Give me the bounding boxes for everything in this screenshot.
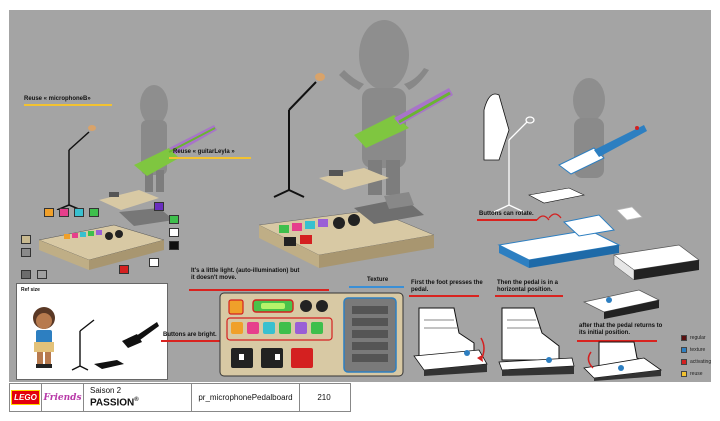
legend-swatch-reuse [681,371,687,377]
season-label: Saison 2 [90,386,122,396]
asset-name: pr_microphonePedalboard [198,393,293,402]
swatch-beige [21,235,31,244]
swatch-grey [21,248,31,257]
swatch-pink [59,208,69,217]
legend-label-texture: texture [690,347,706,353]
foot-underline [409,295,479,297]
number-cell: 210 [300,384,348,411]
legend-regular: regular [681,335,706,341]
label-buttons-bright: Buttons are bright. [163,332,217,338]
legend-swatch-activating [681,359,687,365]
label-pedal-horizontal: Then the pedal is in a horizontal positi… [497,280,569,294]
foot-presses-text: First the foot presses the pedal. [411,280,483,293]
legend-activating: activating [681,359,711,365]
legend-label-regular: regular [690,335,706,341]
guitar-icon [134,125,217,176]
returns-underline [577,340,657,342]
figurine-icon [33,307,55,368]
microphone-stand-icon [56,125,96,210]
lego-logo-cell: LEGO [10,384,42,411]
asset-name-cell: pr_microphonePedalboard [192,384,300,411]
passion-label: PASSION® [90,395,139,408]
swatch-orange [44,208,54,217]
artwork-board: Reuse « microphoneB» Reuse « guitarLeyla… [9,10,711,382]
swatch-cyan [74,208,84,217]
guitar-outline-icon [558,125,647,175]
bright-underline [161,340,223,342]
ref-size-figures [33,307,159,371]
swatch-black [169,241,179,250]
label-little-light: It's a little light. (auto-illumination)… [191,268,301,282]
friends-logo: Friends [43,392,82,403]
pedalboard-outline-icon [497,187,643,268]
pedal-step-3 [583,341,663,381]
ref-size-box: Ref size [16,283,168,380]
sheet-number: 210 [317,393,331,402]
pedalboard-large [258,192,435,268]
pedalboard-2d-diagram [219,292,404,377]
pedalboard-medium [319,168,389,190]
pedal-returns-text: after that the pedal returns to its init… [579,323,663,336]
legend-swatch-regular [681,335,687,341]
little-light-text: It's a little light. (auto-illumination)… [191,268,300,281]
rotate-underline [477,219,537,221]
microphone-stand-silhouette-icon [71,319,95,371]
season-cell: Saison 2 PASSION® [84,384,192,411]
curved-arrow-icon [477,355,483,362]
light-underline [189,289,329,291]
label-texture: Texture [367,277,389,283]
legend-texture: texture [681,347,705,353]
label-reuse-microphone: Reuse « microphoneB» [24,96,91,102]
swatch-white [169,228,179,237]
ref-size-title: Ref size [21,287,40,293]
swatch-green [89,208,99,217]
label-pedal-returns: after that the pedal returns to its init… [579,323,664,337]
legend-reuse: reuse [681,371,703,377]
microphone-stand-large-icon [273,73,325,198]
pedalboard-small [99,190,159,210]
swatch-red [119,265,129,274]
registered-mark: ® [134,397,139,404]
label-foot-presses: First the foot presses the pedal. [411,280,486,294]
reuse-underline-mic [24,104,112,106]
scene-left [56,85,217,210]
passion-text: PASSION [90,397,135,409]
swatch-green2 [169,215,179,224]
pedal-horizontal-text: Then the pedal is in a horizontal positi… [497,280,559,293]
guitar-silhouette-icon [122,322,159,348]
horizontal-underline [495,295,563,297]
friends-logo-cell: Friends [42,384,84,411]
legend-swatch-texture [681,347,687,353]
swatch-purple [154,202,164,211]
figurine-icon [140,85,168,192]
guitar-large-icon [354,88,453,148]
texture-underline [349,286,404,288]
lego-logo: LEGO [11,390,40,405]
swatch-darkgrey [21,270,31,279]
microphone-stand-outline-icon [493,116,535,213]
pedalboard-color-callouts [38,208,174,270]
pedal-pose-return-top [582,289,661,319]
pedal-pose-top [613,244,700,281]
legend-label-reuse: reuse [690,371,703,377]
swatch-white2 [149,258,159,267]
pedal-step-2 [498,307,575,376]
pedalboard-silhouette-icon [94,360,124,369]
scene-center-render [258,20,453,268]
label-buttons-rotate: Buttons can rotate. [479,211,534,217]
title-block: LEGO Friends Saison 2 PASSION® pr_microp… [9,383,351,412]
legend-label-activating: activating [690,359,711,365]
label-reuse-guitar: Reuse « guitarLeyla » [173,149,235,155]
swatch-midgrey [37,270,47,279]
pedal-step-1 [413,307,488,376]
reuse-underline-guitar [169,157,251,159]
scene-right-lineart [483,78,647,268]
